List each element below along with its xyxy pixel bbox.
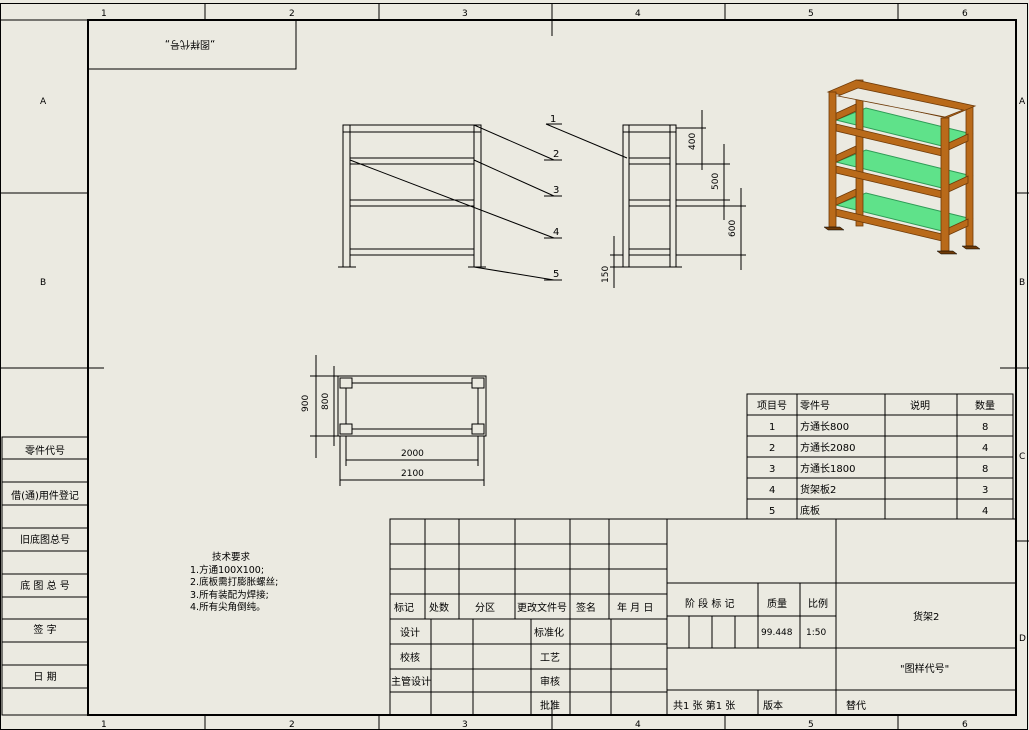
side-label-date: 日 期: [33, 671, 56, 683]
tb-zone: 分区: [475, 602, 495, 614]
zone-row-b-right: B: [1019, 278, 1025, 288]
tech-req-item-3: 3.所有装配为焊接;: [190, 589, 269, 601]
side-label-base-total: 底 图 总 号: [20, 579, 70, 592]
tech-req-item-4: 4.所有尖角倒纯。: [190, 602, 266, 613]
dim-500: 500: [711, 173, 721, 190]
balloon-2: 2: [553, 149, 559, 160]
bom-cell: 1: [769, 422, 775, 433]
bom-cell: 3: [769, 464, 775, 475]
dim-150: 150: [601, 266, 611, 283]
bom-cell: 4: [982, 506, 988, 517]
balloon-4: 4: [553, 227, 559, 238]
tb-standardization: 标准化: [534, 626, 564, 639]
side-label-signature: 签 字: [33, 623, 56, 636]
zone-col-6-bottom: 6: [962, 720, 968, 730]
dim-400: 400: [688, 133, 698, 150]
tb-date: 年 月 日: [617, 601, 653, 614]
bom-cell: 2: [769, 443, 775, 454]
tb-mass-value: 99.448: [761, 628, 793, 638]
tb-mass-label: 质量: [767, 598, 787, 610]
bom-cell: 4: [982, 443, 988, 454]
tb-stage-mark: 阶 段 标 记: [685, 597, 735, 610]
tb-chief-design: 主管设计: [391, 675, 431, 688]
tb-scale-label: 比例: [808, 597, 828, 610]
dim-800: 800: [321, 393, 331, 410]
top-view: [310, 355, 487, 486]
tb-sheet-count: 共1 张 第1 张: [673, 699, 735, 712]
isometric-shelf-view: [823, 79, 981, 255]
zone-row-d-right: D: [1019, 634, 1026, 644]
corner-stamp-text: „图样代号„: [165, 38, 215, 51]
balloon-3: 3: [553, 185, 559, 196]
tech-requirements-title: 技术要求: [212, 552, 251, 563]
zone-col-1: 1: [101, 9, 107, 19]
zone-row-b: B: [40, 278, 46, 288]
tb-drawing-number: "图样代号": [900, 662, 949, 675]
bom-cell: 方通长1800: [800, 462, 855, 475]
zone-row-c-right: C: [1019, 452, 1025, 462]
tb-design: 设计: [400, 626, 420, 639]
side-label-old-base: 旧底图总号: [20, 533, 70, 546]
tb-scale-value: 1:50: [806, 628, 826, 638]
bom-cell: 8: [982, 464, 988, 475]
technical-requirements: 技术要求 1.方通100X100; 2.底板需打膨胀螺丝; 3.所有装配为焊接;…: [190, 552, 350, 615]
bom-cell: 方通长2080: [800, 441, 855, 454]
zone-col-3: 3: [462, 9, 468, 19]
title-block: [389, 518, 1017, 716]
zone-col-4-bottom: 4: [635, 720, 641, 730]
tb-replaces: 替代: [846, 699, 866, 712]
side-registration-table: [1, 436, 89, 716]
bom-cell: 底板: [800, 504, 820, 517]
bom-cell: 4: [769, 485, 775, 496]
bom-header-0: 项目号: [757, 400, 787, 412]
dim-2000: 2000: [401, 449, 424, 459]
tb-version: 版本: [763, 699, 783, 712]
tb-change-doc: 更改文件号: [517, 601, 567, 614]
side-view: [545, 110, 746, 288]
bom-header-3: 数量: [975, 399, 995, 412]
balloon-5: 5: [553, 269, 559, 280]
zone-col-2-bottom: 2: [289, 720, 295, 730]
side-label-part-code: 零件代号: [25, 445, 65, 457]
bom-cell: 5: [769, 506, 775, 517]
tb-approve: 批准: [540, 699, 560, 712]
bom-cell: 方通长800: [800, 420, 849, 433]
front-view: [338, 124, 562, 281]
zone-col-6: 6: [962, 9, 968, 19]
bom-header-1: 零件号: [800, 400, 830, 412]
balloon-1: 1: [550, 114, 556, 125]
bom-cell: 3: [982, 485, 988, 496]
dim-900: 900: [301, 395, 311, 412]
tb-drawing-name: 货架2: [913, 610, 939, 623]
dim-2100: 2100: [401, 469, 424, 479]
bom-table: [746, 393, 1014, 520]
tb-mark: 标记: [394, 602, 414, 614]
zone-col-1-bottom: 1: [101, 720, 107, 730]
zone-col-2: 2: [289, 9, 295, 19]
bom-cell: 8: [982, 422, 988, 433]
bom-cell: 货架板2: [800, 483, 836, 496]
zone-col-5: 5: [808, 9, 814, 19]
zone-row-a: A: [40, 97, 47, 107]
tb-signature: 签名: [576, 601, 596, 614]
tb-count: 处数: [429, 601, 449, 614]
zone-col-3-bottom: 3: [462, 720, 468, 730]
side-label-borrowed: 借(通)用件登记: [11, 489, 79, 502]
tb-review: 审核: [540, 675, 560, 688]
top-zone-strip: [0, 4, 1029, 730]
bom-header-2: 说明: [910, 399, 930, 412]
zone-row-a-right: A: [1019, 97, 1026, 107]
tb-process: 工艺: [540, 652, 560, 664]
tech-req-item-2: 2.底板需打膨胀螺丝;: [190, 577, 279, 588]
tech-req-item-1: 1.方通100X100;: [190, 564, 265, 576]
zone-col-4: 4: [635, 9, 641, 19]
corner-stamp-box: [87, 19, 297, 70]
zone-col-5-bottom: 5: [808, 720, 814, 730]
tb-check: 校核: [400, 651, 420, 664]
dim-600: 600: [728, 220, 738, 237]
